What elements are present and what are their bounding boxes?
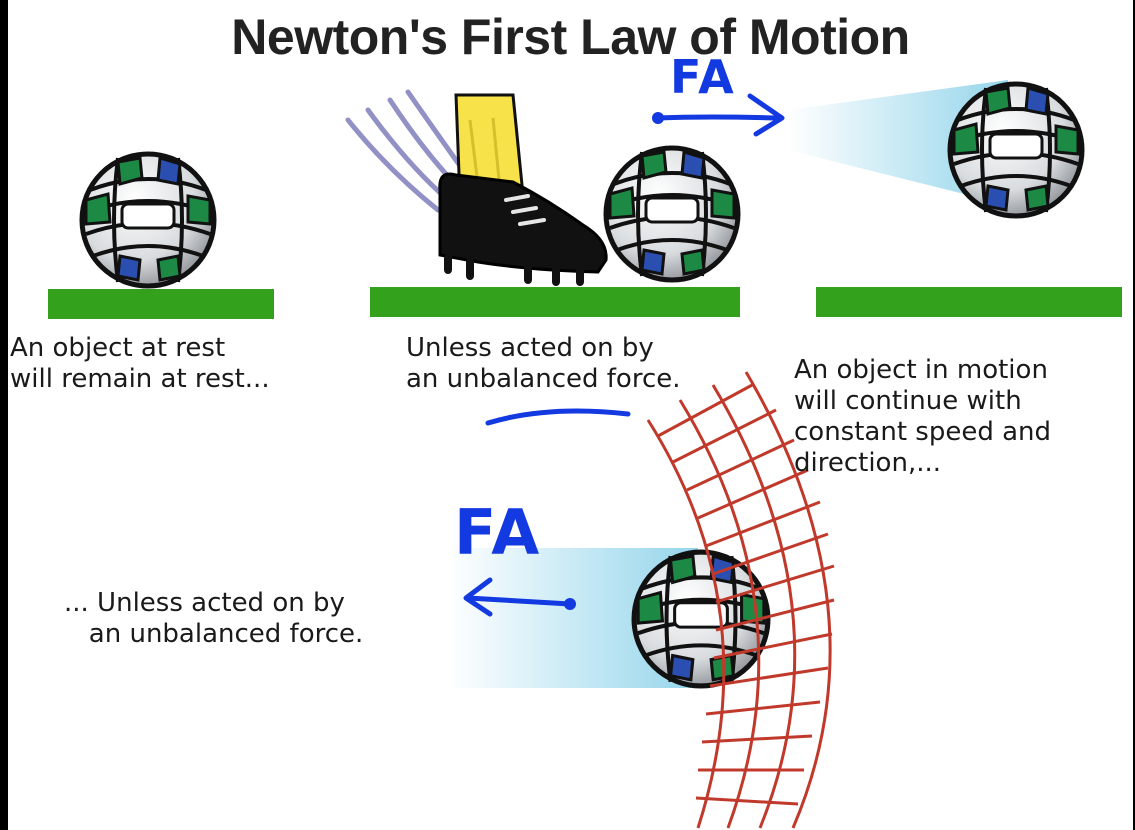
ball-in-motion-icon <box>950 84 1082 216</box>
caption-unbalanced-force-top: Unless acted on by an unbalanced force. <box>406 333 681 394</box>
kick-motion-lines <box>345 89 466 213</box>
diagram-panel: Newton's First Law of Motion <box>8 0 1133 830</box>
caption-unbalanced-force-bottom: ... Unless acted on by an unbalanced for… <box>64 588 364 649</box>
force-label-bottom: FA <box>454 496 542 569</box>
ball-hitting-net-icon <box>634 552 768 686</box>
goal-net-icon <box>646 371 835 829</box>
caption-object-at-rest: An object at rest will remain at rest... <box>10 333 270 394</box>
ball-being-kicked-icon <box>606 148 738 280</box>
force-arrow-right-icon <box>653 93 785 137</box>
underline-mark <box>485 408 631 426</box>
ground-bar-rest <box>48 289 274 319</box>
caption-object-in-motion: An object in motion will continue with c… <box>794 355 1052 478</box>
illustration-layer <box>8 80 1133 829</box>
ground-bar-motion <box>816 287 1122 317</box>
force-arrow-left-icon <box>463 577 573 617</box>
ground-bar-kick <box>370 287 740 317</box>
force-label-top: FA <box>670 50 736 104</box>
diagram-title: Newton's First Law of Motion <box>231 9 910 65</box>
ball-at-rest-icon <box>82 154 214 286</box>
